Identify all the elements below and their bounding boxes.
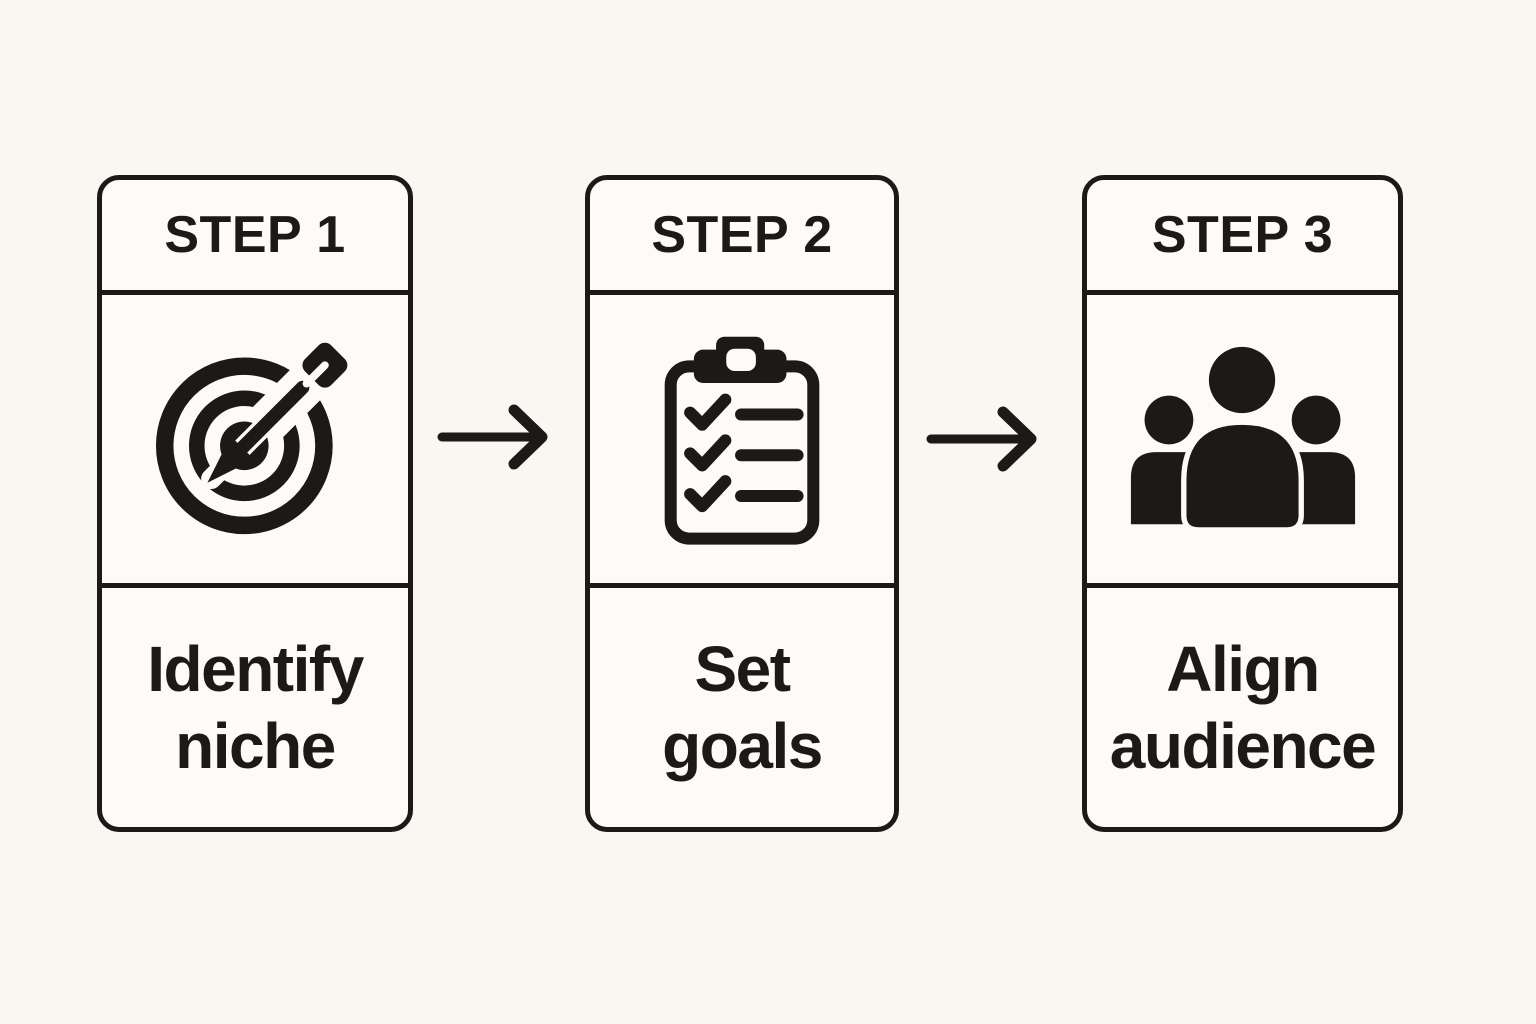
step-2-label-line2: goals xyxy=(662,709,823,782)
arrow-right-icon xyxy=(926,406,1037,472)
audience-group-icon xyxy=(1130,341,1355,533)
step-2-label-line1: Set xyxy=(694,632,791,705)
step-1-label: Identify niche xyxy=(102,588,408,827)
step-card-1: STEP 1 Identify xyxy=(97,175,413,832)
step-3-icon-panel xyxy=(1087,295,1398,588)
step-card-2: STEP 2 Set goals xyxy=(585,175,899,832)
step-3-label: Align audience xyxy=(1087,588,1398,827)
step-1-header: STEP 1 xyxy=(102,180,408,295)
step-2-icon-panel xyxy=(590,295,894,588)
step-card-3: STEP 3 Align audience xyxy=(1082,175,1403,832)
step-3-label-line2: audience xyxy=(1109,709,1377,782)
step-1-icon-panel xyxy=(102,295,408,588)
step-2-header: STEP 2 xyxy=(590,180,894,295)
step-3-label-line1: Align xyxy=(1166,632,1320,705)
target-dart-icon xyxy=(155,339,355,535)
step-2-label: Set goals xyxy=(590,588,894,827)
step-1-header-label: STEP 1 xyxy=(164,206,346,264)
step-1-label-line2: niche xyxy=(175,709,336,782)
step-3-header-label: STEP 3 xyxy=(1151,206,1334,264)
step-1-label-line1: Identify xyxy=(147,632,364,705)
step-2-header-label: STEP 2 xyxy=(651,206,833,264)
arrow-right-icon xyxy=(437,404,548,470)
checklist-clipboard-icon xyxy=(664,336,820,545)
step-3-header: STEP 3 xyxy=(1087,180,1398,295)
